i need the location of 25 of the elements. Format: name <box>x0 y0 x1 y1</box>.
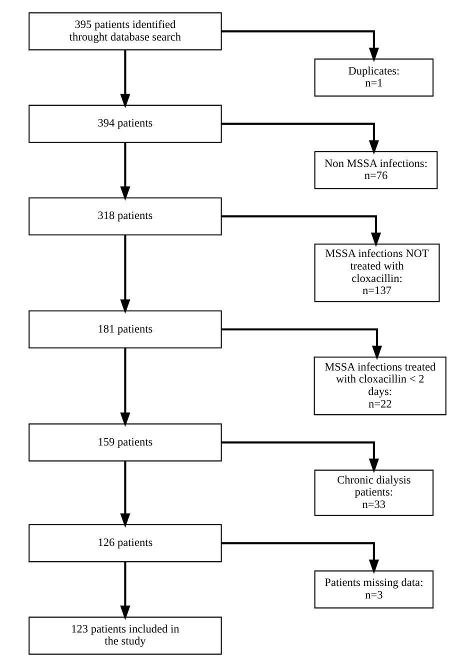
node-box: Patients missing data: n=3 <box>314 570 434 608</box>
arrow <box>220 328 382 360</box>
node-box: MSSA infections NOT treated with cloxacillin: n=137 <box>314 244 440 302</box>
node-box: 394 patients <box>28 104 222 143</box>
arrow <box>120 348 130 427</box>
arrow <box>220 122 378 155</box>
arrow <box>120 142 130 201</box>
arrow <box>220 441 378 474</box>
node-box: Non MSSA infections: n=76 <box>314 151 438 190</box>
arrow <box>120 562 130 620</box>
node-box: 395 patients identified throught database search <box>28 12 222 50</box>
arrow <box>220 30 378 62</box>
node-box: Duplicates: n=1 <box>314 58 434 97</box>
arrow <box>120 235 130 314</box>
arrow <box>120 461 130 528</box>
node-box: 126 patients <box>28 524 222 562</box>
node-box: Chronic dialysis patients: n=33 <box>314 470 434 516</box>
arrow <box>220 215 381 248</box>
node-box: MSSA infections treated with cloxacillin < 2 days: n=22 <box>313 356 446 416</box>
node-box: 159 patients <box>28 423 222 462</box>
node-box: 123 patients included in the study <box>28 616 222 655</box>
arrow <box>220 542 378 574</box>
arrow <box>120 50 130 108</box>
node-box: 318 patients <box>28 197 222 236</box>
node-box: 181 patients <box>28 310 222 348</box>
